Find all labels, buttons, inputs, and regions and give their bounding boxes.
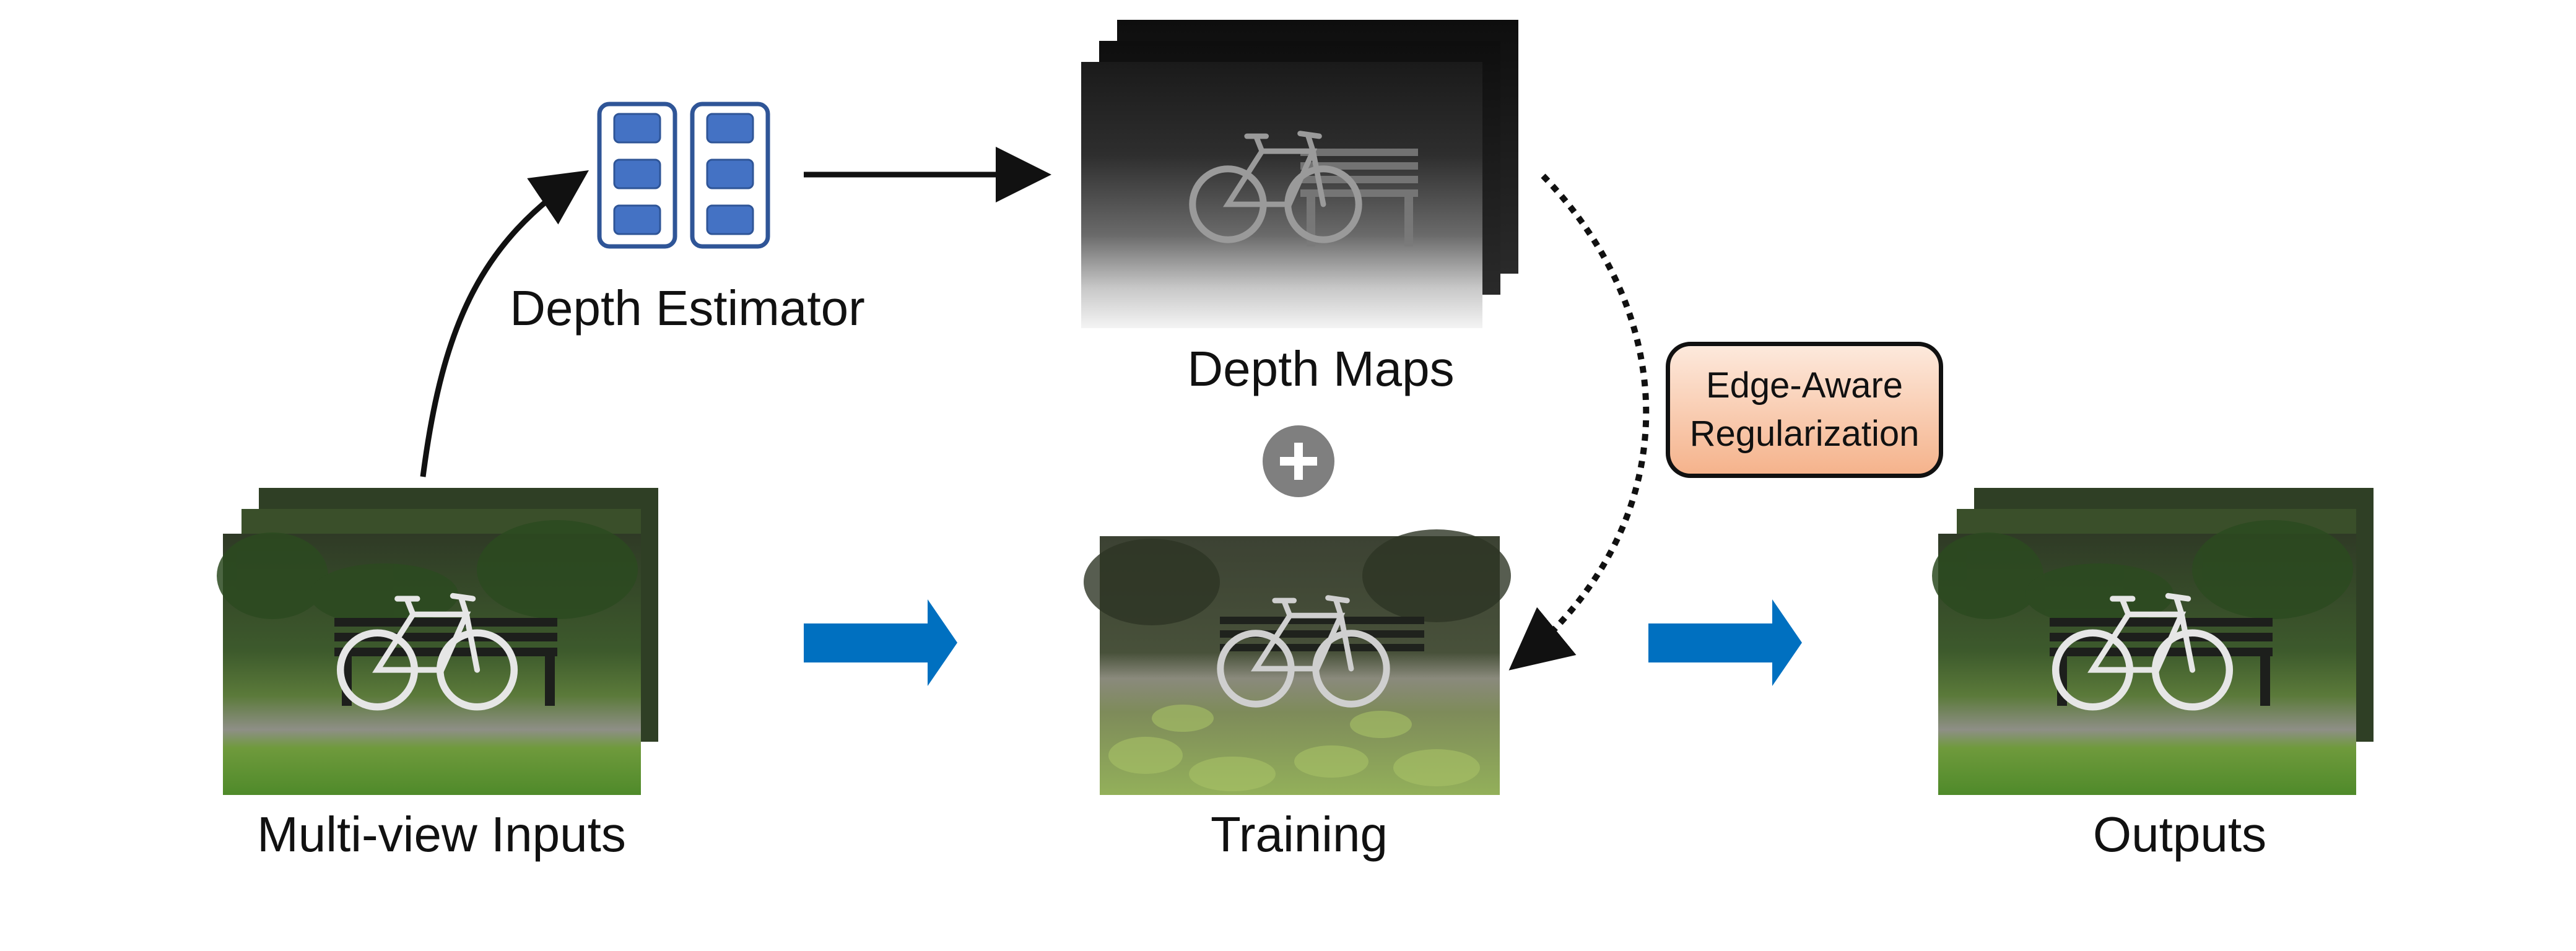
multiview-inputs-label: Multi-view Inputs: [257, 807, 626, 862]
training-render: [1084, 529, 1511, 795]
outputs-stack: [1932, 488, 2374, 795]
training-label: Training: [1210, 807, 1388, 862]
edge-aware-regularization-badge: Edge-Aware Regularization: [1666, 342, 1943, 478]
training-to-outputs-arrow: [1648, 599, 1802, 686]
inputs-to-estimator-arrow: [420, 170, 589, 477]
regularization-line-1: Edge-Aware: [1705, 365, 1904, 406]
plus-circle-icon: [1263, 425, 1334, 497]
inputs-to-training-arrow: [804, 599, 957, 686]
depth-maps-label: Depth Maps: [1187, 341, 1455, 396]
depth-estimator-network-icon: [597, 102, 770, 249]
outputs-label: Outputs: [2092, 807, 2267, 862]
regularization-dotted-arrow: [1508, 173, 1650, 671]
depth-maps-stack: [1081, 20, 1518, 328]
depth-estimator-label: Depth Estimator: [510, 280, 865, 336]
multiview-inputs-stack: [217, 488, 658, 795]
regularization-line-2: Regularization: [1689, 414, 1920, 454]
